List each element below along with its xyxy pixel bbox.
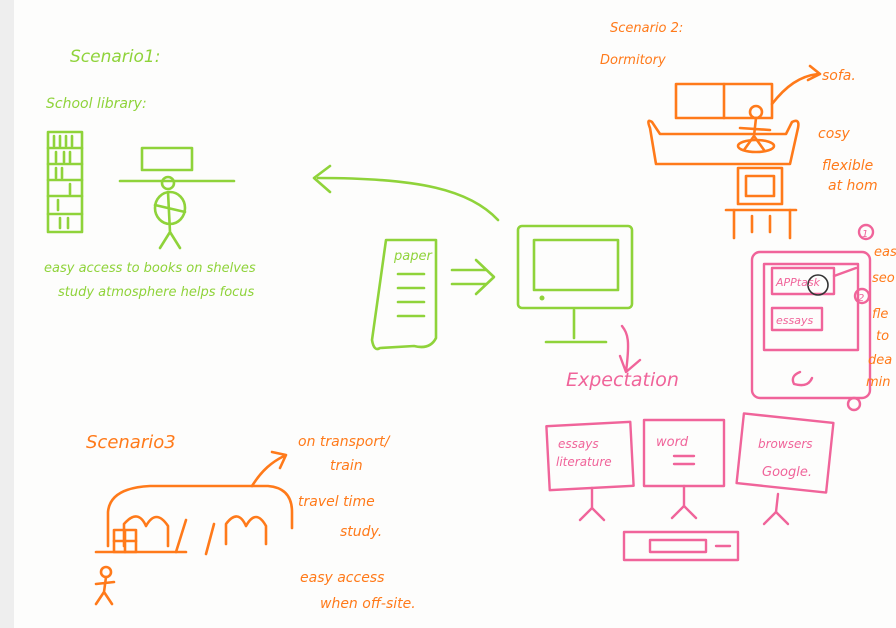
marker-2: 2 bbox=[858, 293, 864, 304]
scenario3-note-1: on transport/ bbox=[298, 434, 391, 450]
bookshelf-drawing bbox=[46, 130, 84, 234]
tablet-app-essays: essays bbox=[776, 314, 813, 327]
monitor-drawing bbox=[516, 224, 634, 344]
tablet-note-5: dea bbox=[868, 353, 892, 368]
scenario2-note-at-home: at hom bbox=[828, 178, 878, 194]
scenario2-note-cosy: cosy bbox=[818, 126, 851, 142]
scenario2-title: Scenario 2: bbox=[610, 21, 683, 36]
paper-label: paper bbox=[393, 249, 433, 264]
sofa-pointer-arrow bbox=[770, 64, 822, 106]
paper-edge-shadow bbox=[0, 0, 14, 628]
scenario3-note-5: easy access bbox=[300, 570, 384, 586]
scenario1-note-1: easy access to books on shelves bbox=[44, 261, 256, 276]
scenario1-note-2: study atmosphere helps focus bbox=[58, 285, 255, 300]
desk-person-drawing bbox=[118, 146, 236, 250]
sofa-drawing bbox=[647, 82, 800, 166]
train-pointer-arrow bbox=[250, 450, 288, 488]
screen1-label-essays: essays bbox=[558, 437, 599, 451]
screen1-label-literature: literature bbox=[556, 455, 612, 469]
down-arrow bbox=[618, 324, 642, 374]
tablet-note-6: min bbox=[866, 375, 891, 390]
scenario3-note-6: when off-site. bbox=[320, 596, 416, 612]
screens-drawing bbox=[545, 412, 835, 562]
double-arrow bbox=[450, 258, 496, 296]
marker-3-circle bbox=[846, 396, 862, 412]
scenario3-note-3: travel time bbox=[298, 494, 375, 510]
screen3-label-google: Google. bbox=[762, 465, 812, 480]
marker-1: 1 bbox=[862, 229, 868, 240]
back-arrow-to-library bbox=[316, 176, 500, 222]
expectation-label: Expectation bbox=[566, 369, 679, 391]
scenario3-note-4: study. bbox=[340, 524, 382, 540]
dorm-desk-drawing bbox=[724, 166, 798, 240]
scenario2-subtitle: Dormitory bbox=[600, 53, 666, 68]
screen3-label-browsers: browsers bbox=[758, 437, 813, 451]
tablet-note-4: to bbox=[876, 329, 889, 344]
sofa-label: sofa. bbox=[822, 68, 856, 84]
screen2-label-word: word bbox=[656, 435, 689, 450]
tablet-note-3: fle bbox=[872, 307, 888, 322]
marker-1-circle bbox=[857, 223, 875, 241]
scenario2-note-flexible: flexible bbox=[822, 158, 873, 174]
tablet-note-1: eas bbox=[874, 245, 896, 260]
tablet-app-task: APPtask bbox=[775, 276, 821, 289]
marker-2-circle bbox=[853, 287, 871, 305]
scenario1-title: Scenario1: bbox=[70, 47, 160, 67]
scenario3-note-2: train bbox=[330, 458, 363, 474]
paper-drawing bbox=[370, 238, 438, 351]
scenario3-title: Scenario3 bbox=[86, 432, 176, 453]
tablet-note-2: seo bbox=[872, 271, 895, 286]
scenario1-subtitle: School library: bbox=[46, 96, 147, 112]
train-drawing bbox=[94, 484, 294, 606]
tablet-drawing bbox=[750, 250, 872, 400]
back-arrowhead bbox=[312, 164, 332, 194]
